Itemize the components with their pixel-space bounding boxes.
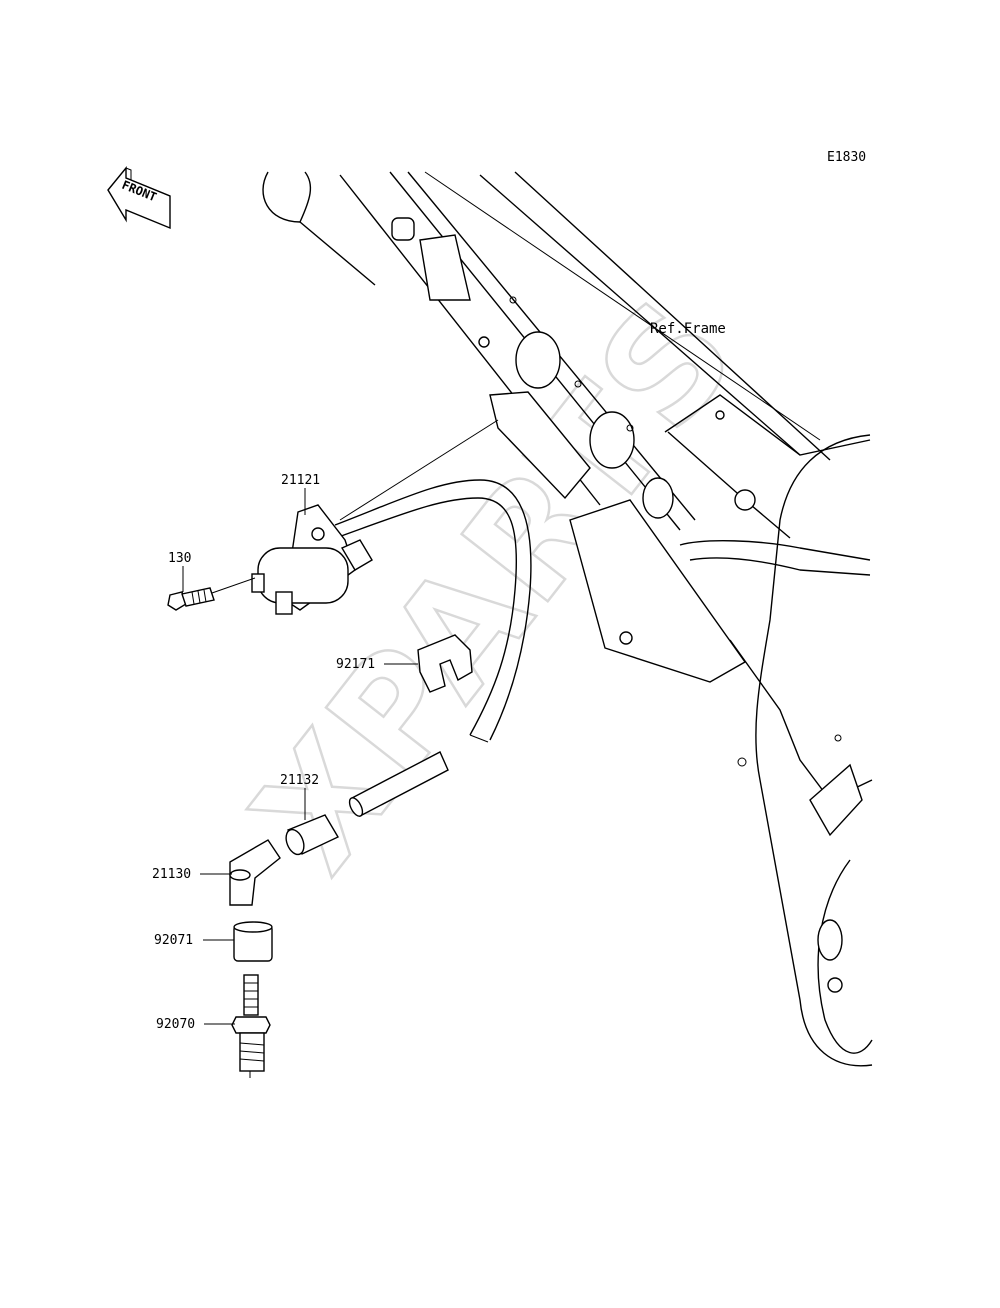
part-21132-label: 21132 xyxy=(280,773,319,788)
part-21121-illustration xyxy=(251,504,373,615)
part-130-label: 130 xyxy=(168,551,191,566)
diagram-code: E1830 xyxy=(827,150,866,165)
part-92070-illustration xyxy=(231,974,271,1078)
front-arrow-icon: FRONT xyxy=(107,166,171,230)
ref-frame-label: Ref.Frame xyxy=(650,321,726,337)
part-92071-label: 92071 xyxy=(154,933,193,948)
part-21132-illustration xyxy=(285,751,449,856)
part-21130-illustration xyxy=(229,839,281,906)
frame-illustration xyxy=(262,171,873,1067)
part-92071-illustration xyxy=(233,921,273,962)
part-92171-label: 92171 xyxy=(336,657,375,672)
part-21121-label: 21121 xyxy=(281,473,320,488)
part-21130-label: 21130 xyxy=(152,867,191,882)
ignition-cable xyxy=(334,479,532,741)
part-92171-illustration xyxy=(417,634,473,693)
part-92070-label: 92070 xyxy=(156,1017,195,1032)
part-130-illustration xyxy=(167,577,256,611)
